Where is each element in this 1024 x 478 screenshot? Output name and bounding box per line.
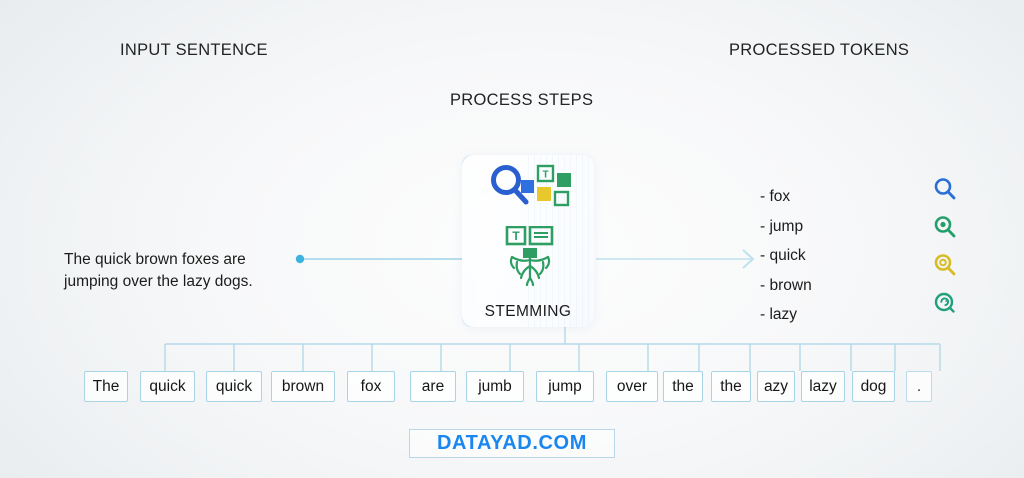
token-box[interactable]: over — [606, 371, 658, 402]
svg-text:T: T — [542, 170, 548, 181]
token-box[interactable]: jump — [536, 371, 594, 402]
processed-token: - brown — [760, 276, 812, 294]
token-box[interactable]: quick — [140, 371, 195, 402]
token-box[interactable]: The — [84, 371, 128, 402]
token-box[interactable]: are — [410, 371, 456, 402]
processed-token: - fox — [760, 188, 791, 205]
process-card-label: STEMMING — [484, 303, 572, 320]
magnifier-icon-strip — [932, 176, 958, 328]
token-box[interactable]: the — [711, 371, 751, 402]
token-box-row: The quick quick brown fox are jumb jump … — [0, 371, 1024, 403]
processed-token: - quick — [760, 247, 806, 264]
processed-tokens-list: - fox - jump - quick - brown - lazy — [760, 182, 812, 330]
token-box[interactable]: lazy — [801, 371, 845, 402]
processed-token: - lazy — [760, 306, 798, 323]
magnifier-icon: T — [491, 164, 571, 207]
processed-token: - jump — [760, 217, 804, 235]
token-box[interactable]: brown — [271, 371, 335, 402]
process-step-card[interactable] — [462, 155, 594, 327]
token-box[interactable]: jumb — [466, 371, 524, 402]
heading-input-sentence: INPUT SENTENCE — [120, 41, 268, 59]
heading-processed-tokens: PROCESSED TOKENS — [729, 41, 910, 59]
input-sentence-text: The quick brown foxes are jumping over t… — [64, 251, 253, 290]
search-icon[interactable] — [932, 176, 958, 202]
stemming-root-icon: T — [505, 226, 554, 287]
search-target-icon[interactable] — [932, 214, 958, 240]
token-box[interactable]: dog — [852, 371, 895, 402]
heading-process-steps: PROCESS STEPS — [450, 91, 594, 109]
token-box[interactable]: . — [906, 371, 932, 402]
token-box[interactable]: azy — [757, 371, 795, 402]
search-refresh-icon[interactable] — [932, 290, 958, 316]
watermark-logo: DATAYAD.COM — [409, 429, 615, 458]
search-settings-icon[interactable] — [932, 252, 958, 278]
svg-text:T: T — [512, 229, 520, 243]
token-box[interactable]: fox — [347, 371, 395, 402]
token-box[interactable]: the — [663, 371, 703, 402]
token-box[interactable]: quick — [206, 371, 262, 402]
